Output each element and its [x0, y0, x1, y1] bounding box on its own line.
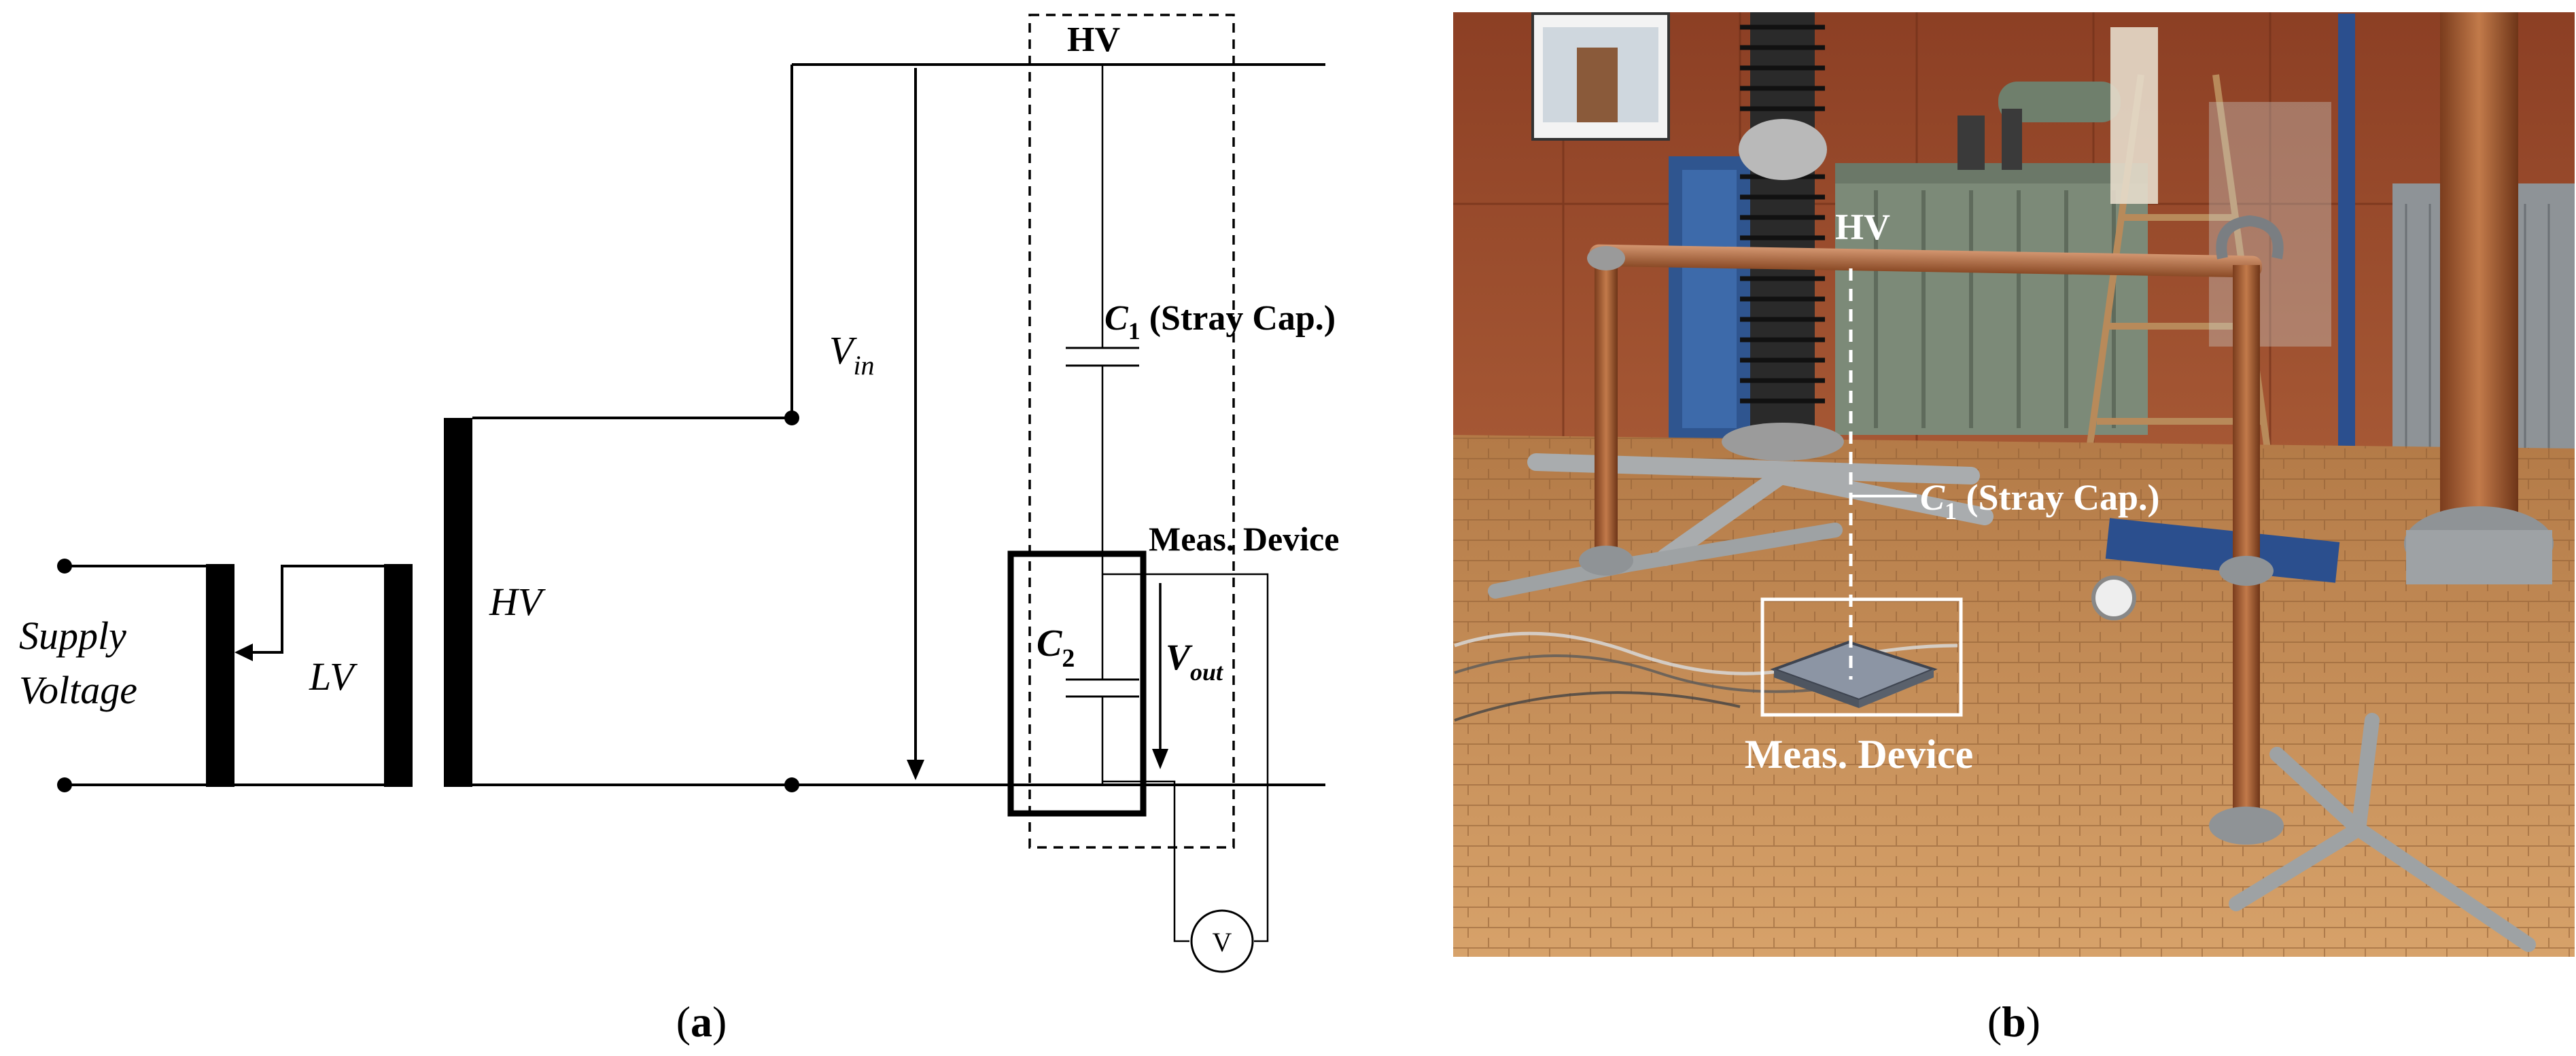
blue-ground-frame	[2105, 518, 2340, 583]
vin-arrowhead	[907, 760, 924, 780]
transformer-tank	[1835, 163, 2148, 435]
circuit-diagram	[57, 14, 1325, 973]
photo-hv-label: HV	[1835, 207, 1890, 247]
lv-label: LV	[309, 654, 358, 699]
supply-voltage-label-line2: Voltage	[19, 668, 137, 712]
supply-terminal-bottom	[57, 777, 72, 792]
variac-winding	[206, 564, 234, 787]
vout-label: Vout	[1166, 637, 1223, 686]
copper-pole-right	[2233, 265, 2260, 832]
hv-winding-label: HV	[489, 580, 546, 624]
supply-voltage-label-line1: Supply	[19, 614, 126, 658]
caption-b: (b)	[1987, 998, 2040, 1046]
meas-device-highlight-box	[1760, 597, 1963, 717]
hv-overhead-bar	[1589, 244, 2262, 278]
photo-meas-device-label: Meas. Device	[1745, 732, 1974, 777]
insulator-cap	[1739, 119, 1827, 180]
stray-cap-dashed-box	[1028, 14, 1235, 849]
meas-device-label: Meas. Device	[1149, 520, 1339, 558]
variac-wiper-arrowhead	[234, 644, 253, 661]
hv-winding	[444, 418, 472, 787]
voltmeter-symbol: V	[1213, 927, 1232, 957]
photo-c1-label: C1 (Stray Cap.)	[1920, 477, 2160, 525]
vin-terminal-bottom	[784, 777, 799, 792]
insulator-column	[1750, 12, 1815, 437]
c1-label: C1 (Stray Cap.)	[1104, 299, 1336, 345]
meas-lead-bottom	[1102, 780, 1189, 943]
copper-pole-left	[1595, 258, 1618, 557]
caption-a: (a)	[676, 998, 727, 1046]
variac-wiper	[245, 565, 384, 654]
supply-terminal-top	[57, 559, 72, 574]
meas-lead-top	[1102, 573, 1269, 943]
lab-photo: HV C1 (Stray Cap.) Meas. Device (b)	[1453, 12, 2575, 1046]
lv-winding	[384, 564, 413, 787]
copper-column-right	[2440, 12, 2518, 542]
meas-device-box	[1007, 550, 1147, 817]
hv-top-label: HV	[1067, 20, 1120, 59]
c2-label: C2	[1037, 622, 1075, 673]
circuit-labels: Supply Voltage LV HV HV Vin C1 (Stray Ca…	[19, 20, 1339, 1046]
vin-label: Vin	[829, 328, 875, 381]
voltmeter-icon	[1190, 909, 1254, 973]
vout-arrowhead	[1152, 749, 1168, 769]
